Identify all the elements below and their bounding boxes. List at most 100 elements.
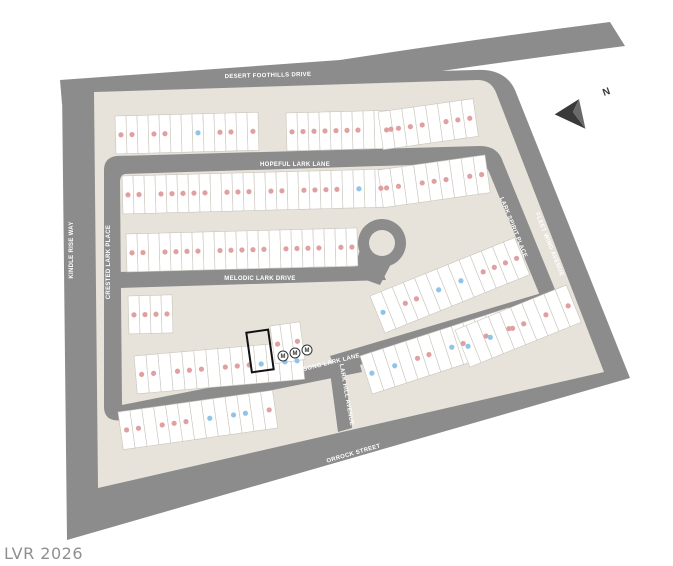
sold-lot-dot [395, 125, 402, 131]
lot-row-markers [465, 303, 571, 349]
sold-lot-dot [239, 247, 245, 253]
home-lot[interactable] [268, 229, 282, 269]
sold-lot-dot [135, 425, 142, 431]
sold-lot-dot [164, 311, 170, 317]
sold-lot-dot [509, 325, 516, 331]
home-lot[interactable] [202, 231, 216, 271]
sold-lot-dot [483, 333, 489, 339]
sold-lot-dot [186, 367, 193, 373]
north-label: N [601, 86, 612, 99]
sold-lot-dot [467, 173, 473, 179]
lot-row-markers [369, 326, 512, 376]
available-lot-dot [195, 130, 201, 136]
sold-lot-dot [202, 190, 208, 196]
street-label-left-outer: KINDLE RISE WAY [69, 221, 75, 278]
home-lot[interactable] [253, 171, 267, 211]
sold-lot-dot [222, 364, 228, 370]
melodic-road [118, 266, 386, 288]
lot-row-markers [139, 358, 300, 378]
top-road-band [60, 22, 625, 104]
north-arrow-icon [554, 99, 586, 129]
sold-lot-dot [129, 131, 135, 138]
sold-lot-dot [140, 249, 146, 256]
lot-row [117, 389, 279, 450]
sold-lot-dot [521, 321, 527, 327]
lark-hill-road [330, 368, 352, 432]
home-lot[interactable] [180, 113, 194, 153]
sold-lot-dot [312, 187, 318, 193]
sold-lot-dot [180, 190, 186, 197]
sold-lot-dot [338, 244, 344, 250]
home-lot[interactable] [323, 228, 337, 268]
sold-lot-dot [455, 117, 461, 123]
lot-row-markers [380, 255, 520, 315]
sold-lot-dot [158, 191, 164, 197]
sold-lot-dot [479, 172, 485, 178]
sold-lot-dot [217, 247, 223, 254]
sold-lot-dot [413, 296, 420, 302]
available-lot-dot [380, 309, 386, 315]
sold-lot-dot [142, 311, 148, 318]
sold-lot-dot [294, 245, 300, 252]
sold-lot-dot [419, 180, 425, 186]
sold-lot-dot [183, 419, 189, 425]
sold-lot-dot [153, 311, 159, 317]
sold-lot-dot [323, 187, 329, 193]
available-lot-dot [369, 370, 375, 376]
sold-lot-dot [378, 185, 384, 191]
street-label-upper: HOPEFUL LARK LANE [260, 162, 330, 168]
sold-lot-dot [344, 127, 350, 134]
home-lot[interactable] [209, 173, 223, 212]
home-lot[interactable] [147, 232, 161, 272]
available-lot-dot [465, 343, 471, 349]
sold-lot-dot [300, 128, 306, 135]
sold-lot-dot [414, 355, 421, 361]
available-lot-dot [487, 334, 493, 340]
sold-lot-dot [395, 183, 402, 189]
sold-lot-dot [162, 131, 168, 137]
lot-row-markers [123, 407, 272, 433]
available-lot-dot [356, 186, 362, 192]
available-lot-dot [294, 358, 300, 364]
sold-lot-dot [543, 312, 549, 318]
street-label-left-inner: CRESTED LARK PLACE [106, 225, 112, 299]
home-lot[interactable] [362, 110, 376, 150]
home-lot[interactable] [136, 114, 150, 154]
sold-lot-dot [250, 247, 256, 253]
available-lot-dot [436, 287, 442, 293]
sold-lot-dot [467, 115, 473, 121]
svg-text:M: M [293, 351, 298, 357]
cul-de-sac-connector [352, 250, 392, 285]
sold-lot-dot [279, 188, 285, 194]
sold-lot-dot [198, 366, 205, 372]
home-lot[interactable] [286, 171, 300, 210]
home-lot[interactable] [341, 169, 355, 209]
cul-de-sac-center [369, 230, 395, 256]
lot-row [114, 111, 260, 155]
sold-lot-dot [289, 129, 295, 135]
lot-row-markers [125, 185, 384, 198]
sold-lot-dot [460, 340, 466, 347]
sold-lot-dot [407, 124, 413, 130]
sold-lot-dot [129, 250, 135, 256]
sold-lot-dot [195, 248, 201, 254]
model-marker: M [289, 347, 301, 359]
sold-lot-dot [131, 312, 137, 318]
sold-lot-dot [274, 341, 281, 347]
home-lot[interactable] [143, 174, 157, 214]
selected-lot-outline[interactable] [245, 328, 275, 374]
sold-lot-dot [383, 185, 390, 191]
sold-lot-dot [123, 427, 130, 433]
home-lot[interactable] [169, 113, 183, 153]
home-lot[interactable] [235, 112, 249, 152]
home-lot[interactable] [363, 169, 377, 208]
lot-row-markers [274, 338, 301, 347]
home-lot[interactable] [202, 113, 216, 152]
sold-lot-dot [139, 371, 145, 378]
sold-lot-dot [217, 129, 223, 135]
sold-lot-dot [294, 338, 301, 344]
sold-lot-dot [118, 132, 124, 138]
sold-lot-dot [419, 122, 425, 128]
